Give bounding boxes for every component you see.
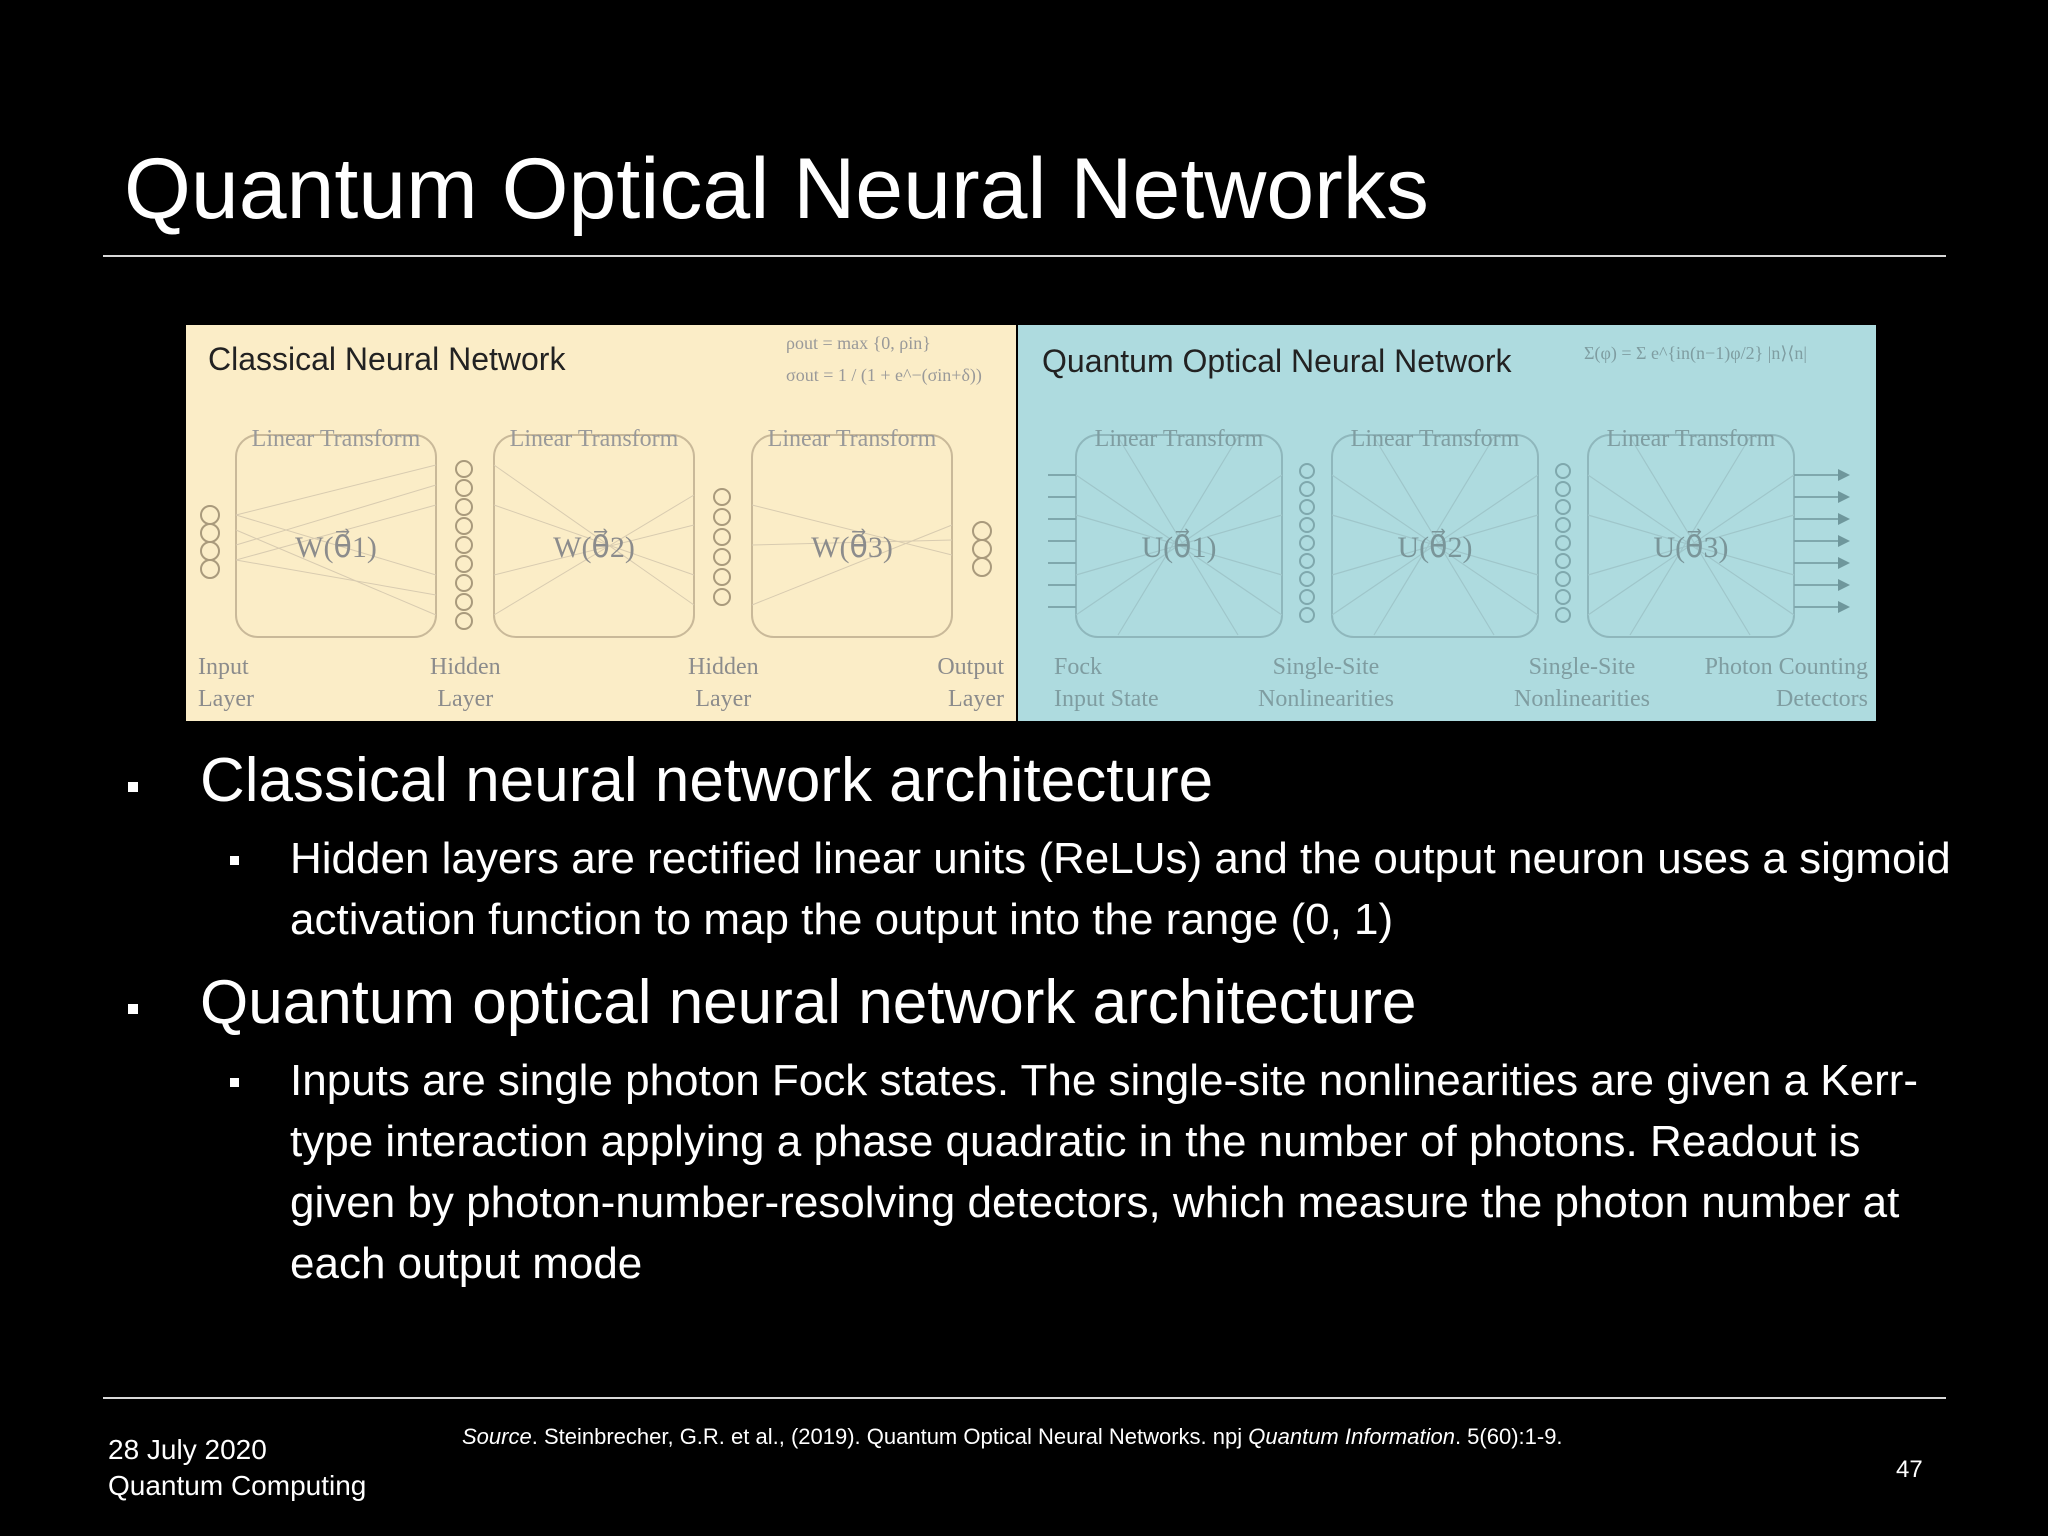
kerr-equation: Σ(φ) = Σ e^{in(n−1)φ/2} |n⟩⟨n|: [1584, 343, 1807, 363]
quantum-panel-title: Quantum Optical Neural Network: [1042, 343, 1512, 379]
quantum-network-panel: U(θ⃗1) U(θ⃗2) U(θ⃗3) Linear Transform Li…: [1018, 325, 1876, 721]
relu-equation: ρout = max {0, ρin}: [786, 333, 931, 353]
bullet-marker: [230, 856, 239, 865]
footer-divider: [103, 1397, 1946, 1399]
classical-matrix-2: W(θ⃗2): [553, 529, 635, 564]
bullet-classical: Classical neural network architecture: [124, 750, 1954, 812]
bullet-marker: [128, 1004, 138, 1014]
quantum-matrix-2: U(θ⃗2): [1398, 529, 1473, 564]
classical-network-diagram: W(θ⃗1) W(θ⃗2) W(θ⃗3) Linear Transform Li…: [200, 426, 992, 638]
classical-transform-label-3: Linear Transform: [768, 426, 937, 452]
bullet-list: Classical neural network architecture Hi…: [124, 750, 1954, 1294]
quantum-transform-label-2: Linear Transform: [1351, 426, 1520, 452]
classical-matrix-1: W(θ⃗1): [295, 529, 377, 564]
classical-transform-box-2: [493, 434, 695, 638]
quantum-transform-label-3: Linear Transform: [1607, 426, 1776, 452]
page-number: 47: [1896, 1456, 1923, 1483]
sub-bullet-quantum: Inputs are single photon Fock states. Th…: [124, 1050, 1954, 1294]
classical-transform-label-1: Linear Transform: [252, 426, 421, 452]
classical-transform-label-2: Linear Transform: [510, 426, 679, 452]
slide-title: Quantum Optical Neural Networks: [124, 141, 1429, 237]
footer-date: 28 July 2020: [108, 1434, 267, 1465]
architecture-figure: W(θ⃗1) W(θ⃗2) W(θ⃗3) Linear Transform Li…: [186, 325, 1876, 721]
quantum-matrix-3: U(θ⃗3): [1654, 529, 1729, 564]
sigmoid-equation: σout = 1 / (1 + e^−(σin+δ)): [786, 365, 982, 385]
classical-transform-box-3: [751, 434, 953, 638]
title-divider: [103, 255, 1946, 257]
sub-bullet-classical: Hidden layers are rectified linear units…: [124, 828, 1954, 950]
bullet-marker: [128, 782, 138, 792]
bullet-quantum: Quantum optical neural network architect…: [124, 972, 1954, 1034]
source-citation: Source. Steinbrecher, G.R. et al., (2019…: [462, 1424, 1563, 1449]
classical-matrix-3: W(θ⃗3): [811, 529, 893, 564]
bullet-marker: [230, 1078, 239, 1087]
quantum-transform-label-1: Linear Transform: [1095, 426, 1264, 452]
footer-info: 28 July 2020 Quantum Computing: [108, 1432, 366, 1504]
footer-course: Quantum Computing: [108, 1470, 367, 1501]
classical-panel-title: Classical Neural Network: [208, 341, 566, 377]
classical-network-panel: W(θ⃗1) W(θ⃗2) W(θ⃗3) Linear Transform Li…: [186, 325, 1016, 721]
classical-transform-box-1: [235, 434, 437, 638]
quantum-matrix-1: U(θ⃗1): [1142, 529, 1217, 564]
quantum-network-diagram: U(θ⃗1) U(θ⃗2) U(θ⃗3) Linear Transform Li…: [1048, 426, 1850, 638]
